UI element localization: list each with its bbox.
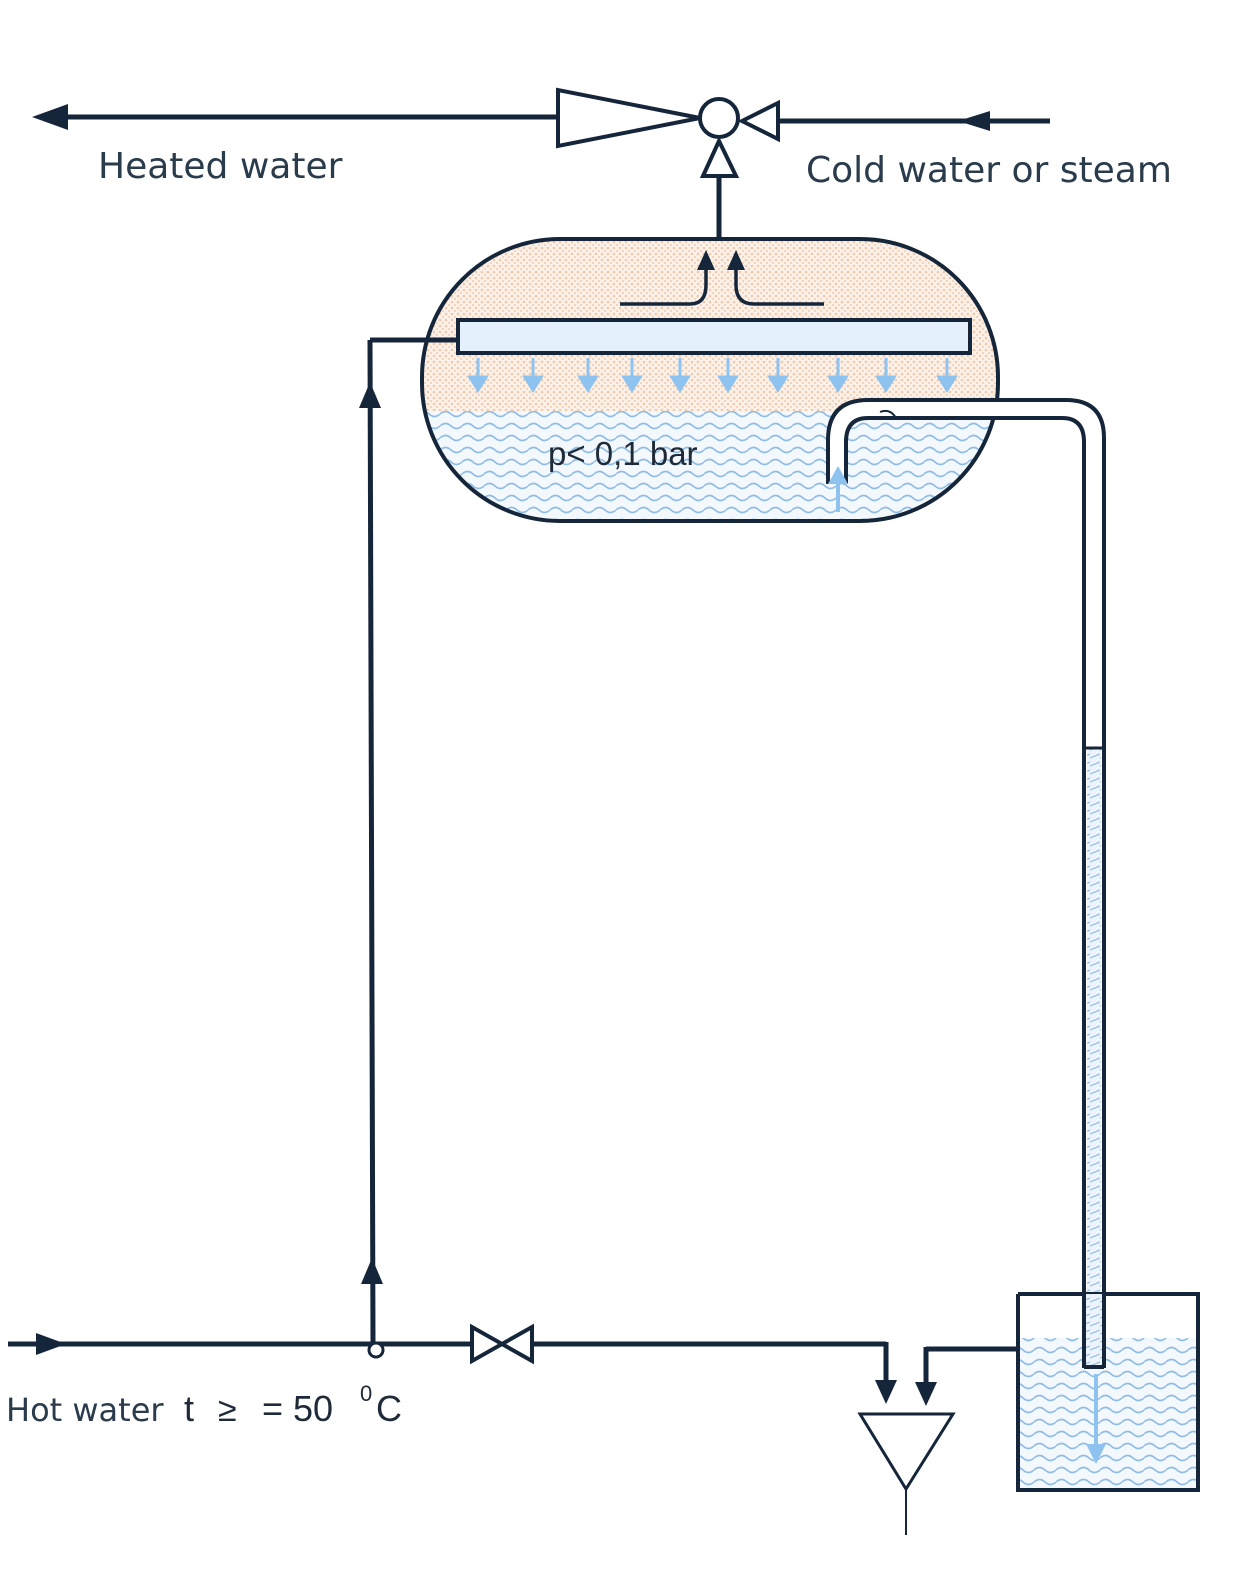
spray-arrows bbox=[467, 358, 958, 393]
barometric-leg bbox=[826, 398, 1106, 1370]
funnel-icon bbox=[857, 1412, 956, 1535]
arrow-down-icon bbox=[915, 1382, 937, 1406]
nozzle-icon bbox=[556, 87, 701, 149]
arrow-left-icon bbox=[737, 99, 780, 143]
svg-text:≥: ≥ bbox=[218, 1391, 237, 1429]
arrow-down-icon bbox=[875, 358, 897, 393]
arrow-up-icon bbox=[828, 466, 848, 512]
arrow-down-icon bbox=[1086, 1374, 1106, 1464]
seal-tank-overflow-line bbox=[915, 1346, 1018, 1406]
arrow-down-icon bbox=[467, 358, 489, 393]
svg-text:Hot water: Hot water bbox=[6, 1391, 164, 1429]
flash-tank: p< 0,1 bar bbox=[420, 237, 1000, 523]
pressure-label: p< 0,1 bar bbox=[548, 435, 698, 472]
arrow-down-icon bbox=[577, 358, 599, 393]
cold-water-or-steam-label: Cold water or steam bbox=[806, 150, 1172, 191]
arrow-up-icon bbox=[361, 1258, 383, 1284]
heated-water-outlet-line bbox=[32, 104, 558, 130]
spray-distributor bbox=[456, 318, 972, 355]
arrow-down-icon bbox=[936, 358, 958, 393]
arrow-down-icon bbox=[669, 358, 691, 393]
arrow-up-icon bbox=[699, 136, 740, 178]
svg-text:0: 0 bbox=[360, 1381, 372, 1406]
arrow-left-icon bbox=[958, 111, 990, 131]
arrow-down-icon bbox=[621, 358, 643, 393]
vapor-flow-left bbox=[620, 268, 708, 306]
svg-text:= 50: = 50 bbox=[262, 1388, 333, 1429]
arrow-up-icon bbox=[359, 382, 381, 408]
arrow-down-icon bbox=[875, 1380, 897, 1404]
arrow-left-icon bbox=[32, 104, 68, 130]
arrow-down-icon bbox=[522, 358, 544, 393]
bypass-line bbox=[532, 1341, 897, 1404]
arrow-up-icon bbox=[727, 250, 745, 270]
hot-water-inlet-line bbox=[8, 1333, 474, 1355]
cold-water-inlet-line bbox=[778, 111, 1050, 131]
heated-water-label: Heated water bbox=[98, 146, 343, 187]
seal-tank bbox=[1016, 1292, 1200, 1492]
junction-node bbox=[367, 1341, 385, 1359]
jet-ejector bbox=[556, 87, 780, 178]
arrow-up-icon bbox=[697, 250, 715, 270]
water-column bbox=[1087, 748, 1101, 1365]
arrow-down-icon bbox=[717, 358, 739, 393]
arrow-down-icon bbox=[767, 358, 789, 393]
svg-text:t: t bbox=[184, 1388, 194, 1429]
vapor-flow-right bbox=[734, 268, 824, 306]
riser-pipe bbox=[359, 337, 460, 1359]
svg-text:C: C bbox=[376, 1388, 402, 1429]
hot-water-label: Hot water t ≥ = 50 0 C bbox=[6, 1381, 402, 1429]
arrow-down-icon bbox=[827, 358, 849, 393]
valve-icon[interactable] bbox=[470, 1323, 534, 1365]
arrow-right-icon bbox=[36, 1333, 66, 1355]
